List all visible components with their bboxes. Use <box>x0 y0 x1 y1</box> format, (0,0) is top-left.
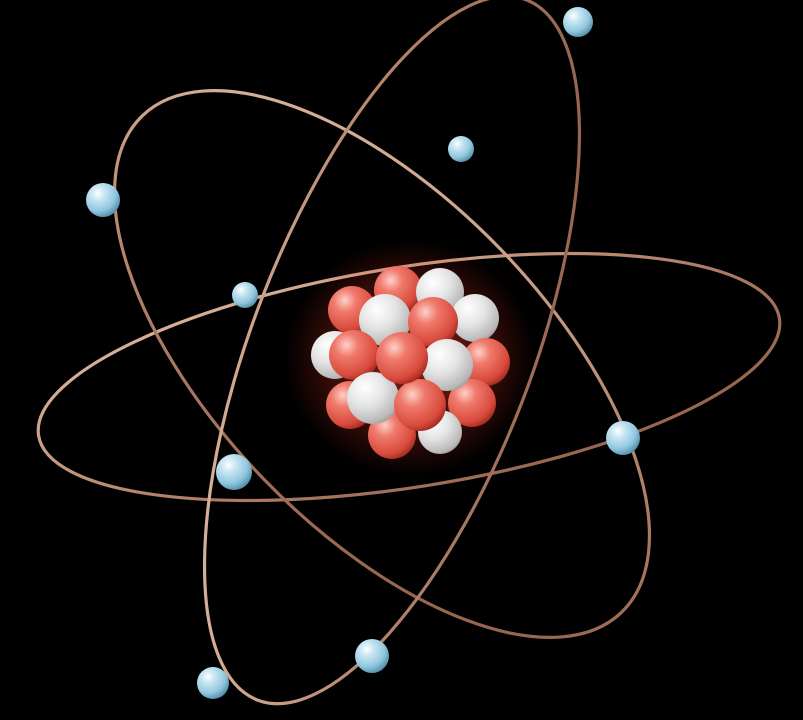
proton <box>448 379 496 427</box>
electron <box>448 136 474 162</box>
electrons <box>86 7 640 699</box>
proton <box>394 379 446 431</box>
electron <box>606 421 640 455</box>
neutron <box>451 294 499 342</box>
proton <box>408 297 458 347</box>
orbit-tilted-left <box>112 89 652 639</box>
neutron <box>421 339 473 391</box>
electron <box>216 454 252 490</box>
electron <box>197 667 229 699</box>
proton <box>462 338 510 386</box>
nucleus <box>311 266 510 459</box>
proton <box>329 330 379 380</box>
neutron <box>347 372 399 424</box>
electron <box>563 7 593 37</box>
electron <box>232 282 258 308</box>
electron <box>86 183 120 217</box>
electron <box>355 639 389 673</box>
proton <box>376 332 428 384</box>
